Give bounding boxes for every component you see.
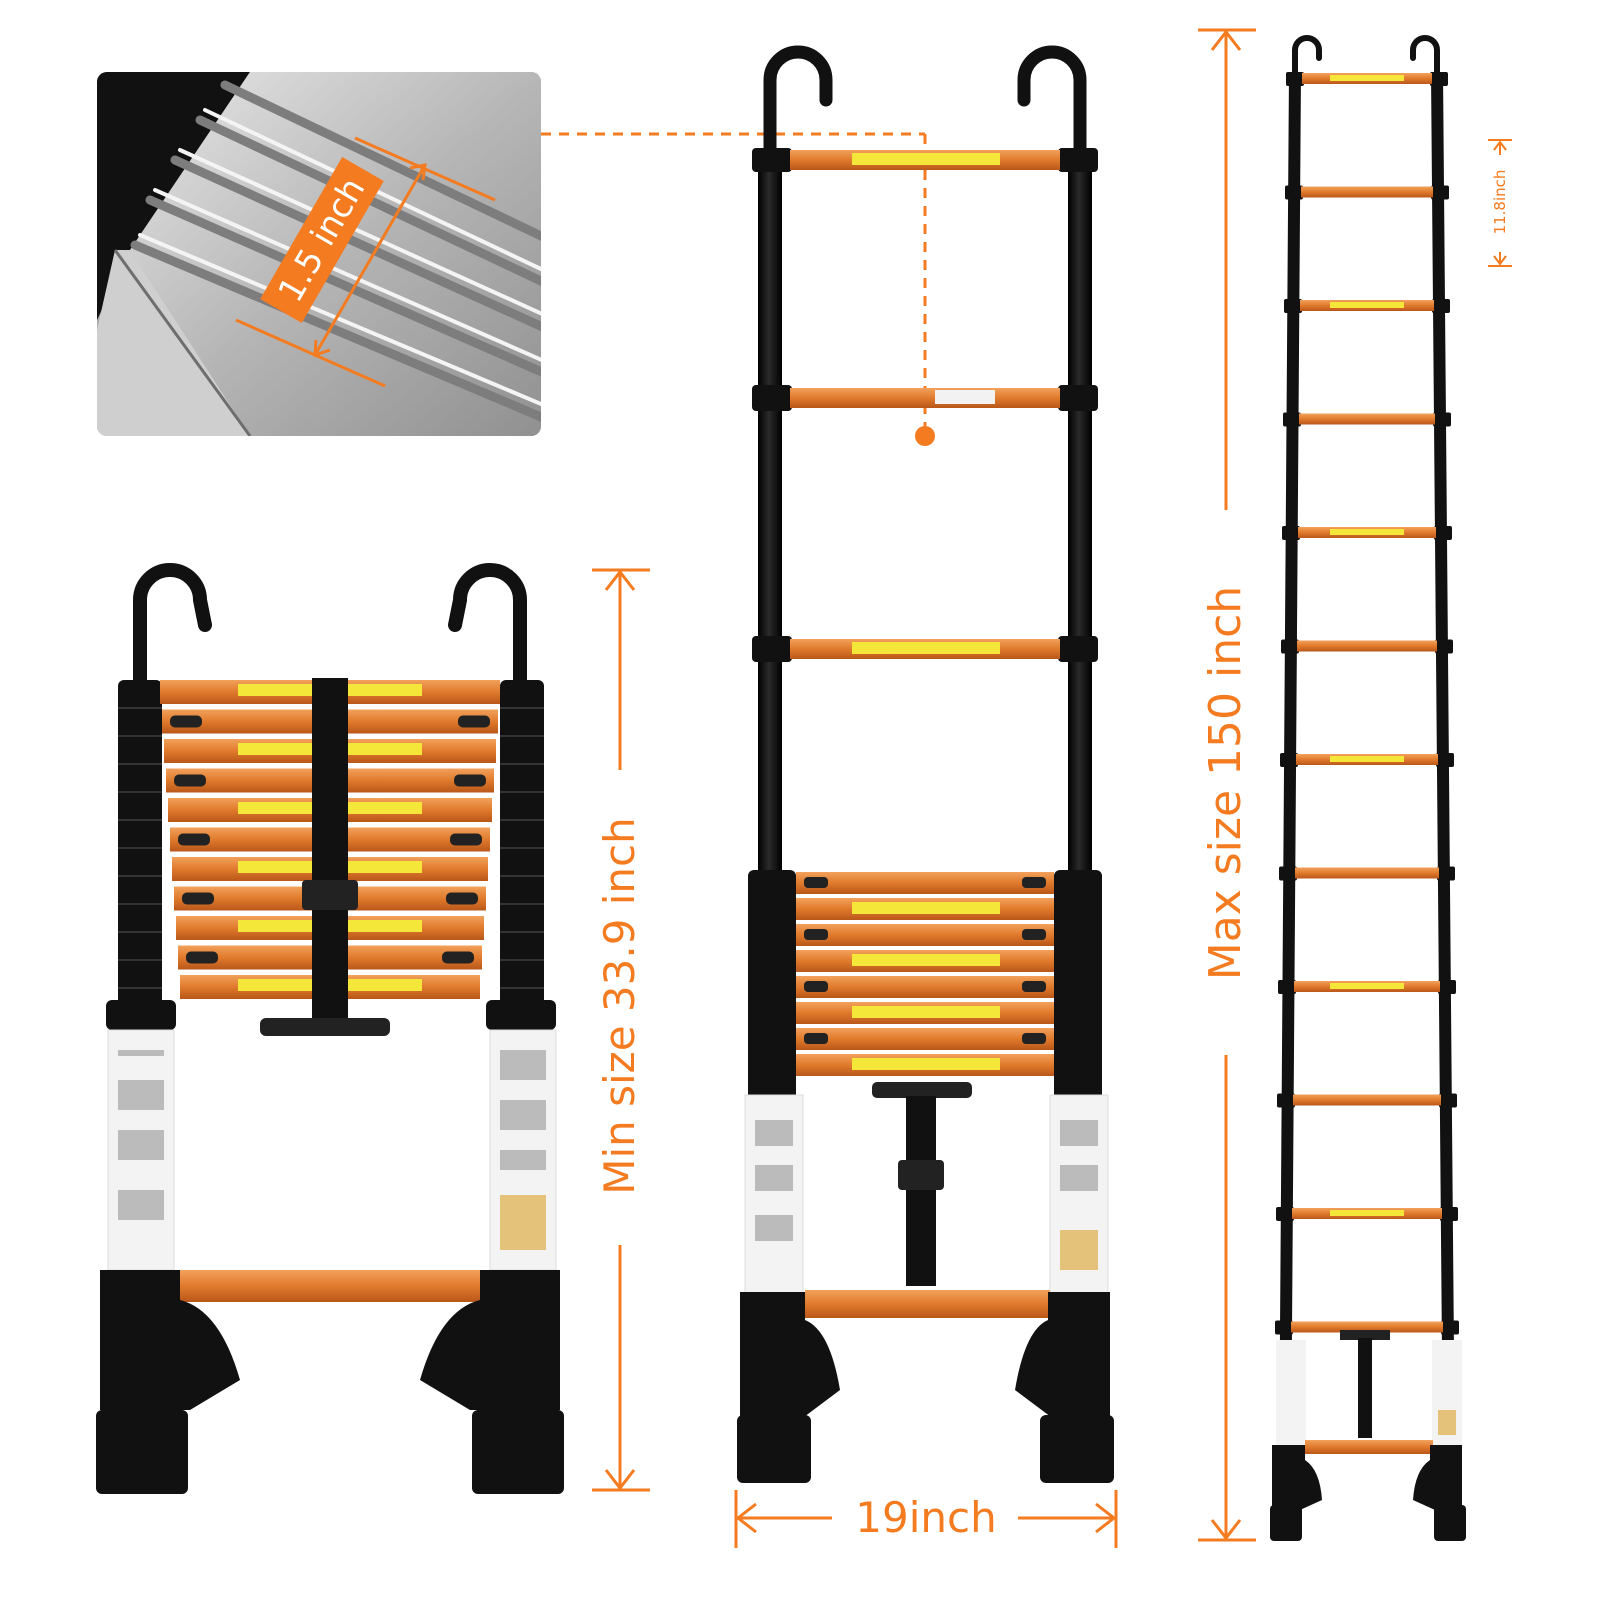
rung-joint xyxy=(1279,866,1297,881)
rung-closeup-inset xyxy=(97,72,541,436)
rung-joint xyxy=(1276,1207,1294,1221)
collapsed-rung xyxy=(796,872,1054,894)
rung-grip xyxy=(1022,981,1046,992)
width-dimension xyxy=(734,1490,1118,1548)
rung-joint xyxy=(1439,1093,1457,1108)
rung-grip xyxy=(804,929,828,940)
collapsed-ladder xyxy=(96,563,564,1494)
collapsed-rung xyxy=(796,1028,1054,1050)
rung-joint xyxy=(1432,299,1450,313)
warning-sticker xyxy=(852,1006,1000,1018)
rung-grip xyxy=(174,774,206,787)
rung-grip xyxy=(458,715,490,728)
rung-joint xyxy=(1430,72,1448,86)
warning-sticker xyxy=(1330,756,1404,762)
rung-grip xyxy=(454,774,486,787)
rung-grip xyxy=(1022,877,1046,888)
min-size-label: Min size 33.9 inch xyxy=(595,817,644,1195)
rung-joint xyxy=(1431,185,1449,200)
rung-grip xyxy=(804,981,828,992)
extended-rung xyxy=(1295,867,1439,879)
warning-sticker xyxy=(852,954,1000,966)
rung-grip xyxy=(804,1033,828,1044)
rung-joint xyxy=(1433,412,1451,427)
rung-joint xyxy=(1275,1320,1293,1335)
rung-joint xyxy=(1280,753,1298,767)
rung-grip xyxy=(804,877,828,888)
rung-joint xyxy=(1283,412,1301,427)
extended-rung xyxy=(1297,640,1437,652)
warning-sticker xyxy=(1330,529,1404,535)
rung-spacing-label: 11.8inch xyxy=(1491,169,1509,235)
rung-grip xyxy=(446,892,478,905)
extended-rung xyxy=(1293,1094,1441,1106)
warning-sticker xyxy=(1330,983,1404,989)
warning-sticker xyxy=(1330,75,1404,81)
connector-dashed-line xyxy=(541,132,927,430)
rung-joint xyxy=(1437,866,1455,881)
rung-grip xyxy=(450,833,482,846)
rung-joint xyxy=(1435,639,1453,654)
rung-joint xyxy=(1284,299,1302,313)
rung-joint xyxy=(1285,185,1303,200)
rung-grip xyxy=(442,951,474,964)
extended-ladder xyxy=(1270,35,1466,1541)
rung-depth-dimension xyxy=(235,136,496,388)
rung-grip xyxy=(182,892,214,905)
rung-joint xyxy=(1436,753,1454,767)
warning-sticker xyxy=(852,902,1000,914)
rung-joint xyxy=(1438,980,1456,994)
rung-joint xyxy=(1441,1320,1459,1335)
rung-joint xyxy=(1281,639,1299,654)
max-size-label: Max size 150 inch xyxy=(1200,585,1251,981)
collapsed-rung xyxy=(796,924,1054,946)
partial-ladder xyxy=(737,45,1114,1483)
rung-joint xyxy=(1277,1093,1295,1108)
rung-joint xyxy=(1278,980,1296,994)
extended-rung xyxy=(1299,413,1435,425)
width-label: 19inch xyxy=(855,1493,997,1542)
connector-dot xyxy=(915,426,935,446)
rung-joint xyxy=(1286,72,1304,86)
rung-grip xyxy=(1022,1033,1046,1044)
rung-joint xyxy=(1282,526,1300,540)
extended-rung xyxy=(1291,1321,1443,1333)
rung-grip xyxy=(1022,929,1046,940)
warning-sticker xyxy=(852,1058,1000,1070)
max-size-dimension xyxy=(1198,28,1256,1542)
warning-sticker xyxy=(1330,1210,1404,1216)
rung-grip xyxy=(170,715,202,728)
rung-spacing-dimension xyxy=(1488,139,1512,267)
warning-sticker xyxy=(1330,302,1404,308)
rung-joint xyxy=(1440,1207,1458,1221)
min-size-dimension xyxy=(592,568,650,1492)
extended-rung xyxy=(1301,186,1433,198)
rung-grip xyxy=(186,951,218,964)
rung-grip xyxy=(178,833,210,846)
rung-depth-label-box xyxy=(260,156,384,324)
collapsed-rung xyxy=(796,976,1054,998)
rung-joint xyxy=(1434,526,1452,540)
